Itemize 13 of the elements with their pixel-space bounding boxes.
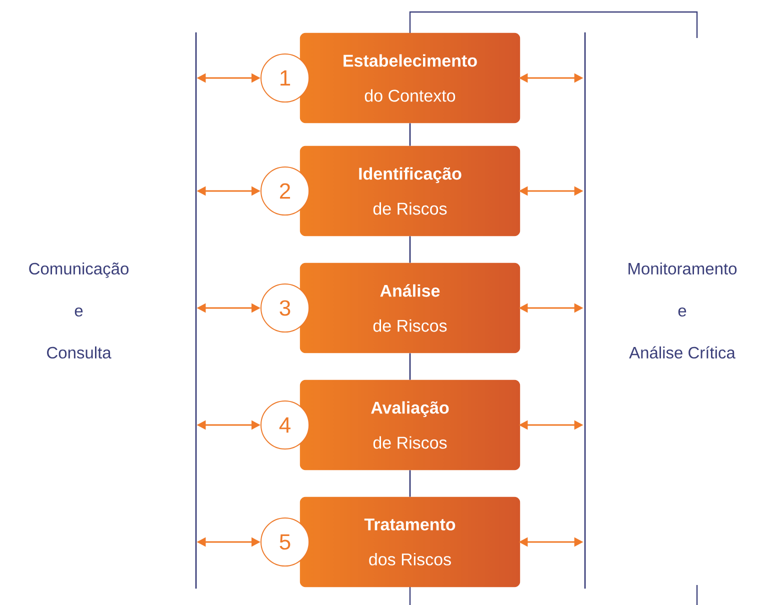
- process-box: Tratamento dos Riscos: [300, 496, 520, 588]
- process-box: Identificação de Riscos: [300, 146, 520, 236]
- side-bar: Monitoramento e Análise Crítica: [584, 32, 737, 589]
- node-label: Monitoramento e Análise Crítica: [628, 262, 737, 359]
- connector-line: [409, 236, 411, 263]
- process-box: Estabelecimento do Contexto: [300, 32, 520, 124]
- process-box: Análise de Riscos: [300, 262, 520, 354]
- connector-line: [409, 123, 411, 146]
- connector-line: [409, 353, 411, 380]
- process-box: Avaliação de Riscos: [300, 380, 520, 470]
- node-label: Comunicação e Consulta: [29, 262, 129, 359]
- side-bar: Comunicação e Consulta: [29, 32, 197, 589]
- connector-line: [409, 470, 411, 497]
